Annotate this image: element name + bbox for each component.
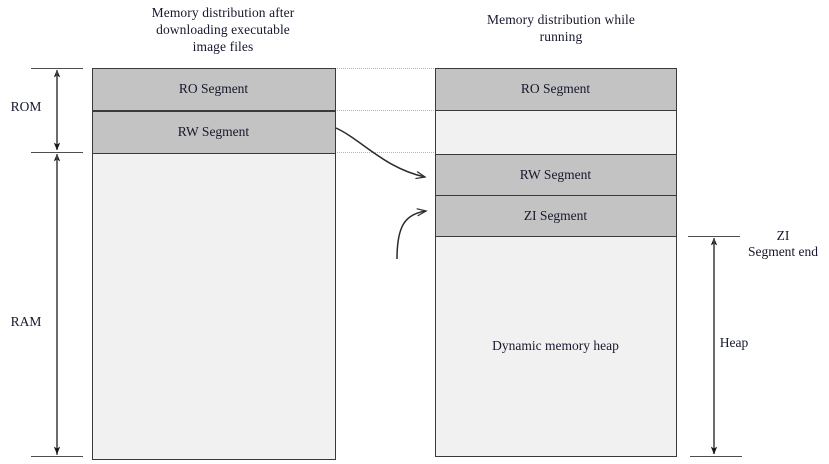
right-segment-ro-label: RO Segment [520,81,591,96]
right-segment-zi: ZI Segment [434,194,677,237]
left-scale-tick-top [31,68,83,69]
right-segment-ro: RO Segment [434,67,677,111]
right-segment-heap: Dynamic memory heap [436,236,675,456]
right-scale-label-heap: Heap [702,335,766,351]
left-scale-label-rom: ROM [2,99,50,115]
left-panel-title-line-3: image files [192,39,254,54]
right-panel-title: Memory distribution while running [446,11,676,45]
right-scale-tick-heap-bottom [690,456,742,457]
dotted-connector-top [337,68,434,69]
right-segment-zi-label: ZI Segment [523,207,588,223]
zi-segment-end-line-2: Segment end [747,244,819,259]
left-segment-rw-label: RW Segment [177,124,250,139]
rom-label-text: ROM [10,99,42,114]
right-segment-rw-label: RW Segment [519,166,592,182]
left-segment-rw: RW Segment [91,110,336,154]
left-scale-label-ram: RAM [2,314,50,330]
heap-label-text: Heap [719,335,749,350]
left-segment-ro: RO Segment [91,67,336,111]
left-scale-tick-bottom [31,456,83,457]
left-segment-ro-label: RO Segment [178,81,249,96]
dotted-connector-rw-bottom [337,152,434,153]
left-scale-tick-mid [31,152,83,153]
right-scale-tick-zi-end [688,236,740,237]
left-panel-title: Memory distribution after downloading ex… [108,4,338,55]
zi-creation-arrow [396,211,426,260]
left-memory-box: RO Segment RW Segment [91,67,336,460]
right-panel-title-line-2: running [539,29,583,44]
left-panel-title-line-1: Memory distribution after [151,5,295,20]
dotted-connector-ro-bottom [337,110,434,111]
right-segment-gap [434,110,677,154]
right-segment-rw: RW Segment [434,153,677,196]
right-segment-heap-label: Dynamic memory heap [492,338,619,353]
right-panel-title-line-1: Memory distribution while [487,12,635,27]
zi-segment-end-line-1: ZI [776,228,790,243]
right-scale-label-zi-segment-end: ZI Segment end [737,228,829,260]
left-segment-free [91,153,336,460]
right-memory-box: RO Segment RW Segment ZI Segment Dynamic… [434,67,677,457]
ram-label-text: RAM [10,314,42,329]
left-panel-title-line-2: downloading executable [156,22,290,37]
